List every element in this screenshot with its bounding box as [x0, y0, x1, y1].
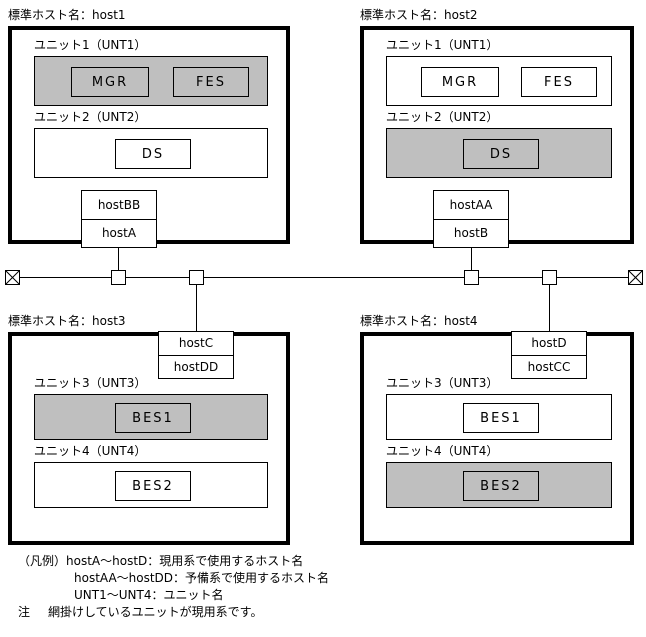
process-box-fes[interactable]: FES	[173, 67, 249, 97]
legend-row-0: （凡例）hostA～hostD：現用系で使用するホスト名	[18, 553, 329, 570]
hostname-standby-host2: hostAA	[434, 191, 508, 219]
legend-row-1: hostAA～hostDD：予備系で使用するホスト名	[18, 570, 329, 587]
process-box-mgr[interactable]: MGR	[421, 67, 499, 97]
unit-caption-host3-unt3: ユニット3（UNT3）	[34, 376, 147, 390]
hostname-standby-host4: hostCC	[512, 354, 586, 378]
unit-panel-host2-unt1: MGR FES	[386, 56, 612, 106]
bus-trunk-line	[18, 277, 630, 278]
hostname-box-host2: hostAA hostB	[433, 190, 509, 248]
legend-text-1: hostAA～hostDD：予備系で使用するホスト名	[74, 571, 330, 585]
unit-caption-host2-unt2: ユニット2（UNT2）	[386, 110, 499, 124]
host-frame-host1: ユニット1（UNT1） MGR FES ユニット2（UNT2） DS hostB…	[8, 26, 290, 248]
legend-block: （凡例）hostA～hostD：現用系で使用するホスト名 hostAA～host…	[18, 553, 329, 621]
process-box-ds[interactable]: DS	[115, 139, 191, 169]
unit-panel-host1-unt2: DS	[34, 128, 268, 178]
tap-connector-icon-host1[interactable]	[111, 270, 126, 285]
unit-panel-host1-unt1: MGR FES	[34, 56, 268, 106]
unit-panel-host3-unt3: BES1	[34, 394, 268, 440]
unit-caption-host2-unt1: ユニット1（UNT1）	[386, 38, 499, 52]
process-box-fes[interactable]: FES	[521, 67, 597, 97]
process-box-bes1[interactable]: BES1	[463, 403, 539, 433]
unit-caption-host3-unt4: ユニット4（UNT4）	[34, 444, 147, 458]
hostname-active-host2: hostB	[434, 218, 508, 247]
unit-caption-host1-unt2: ユニット2（UNT2）	[34, 110, 147, 124]
process-box-bes2[interactable]: BES2	[463, 471, 539, 501]
tap-connector-icon-host3[interactable]	[189, 270, 204, 285]
hostname-active-host4: hostD	[512, 332, 586, 355]
tap-connector-icon-host4[interactable]	[542, 270, 557, 285]
x-square-terminator-icon-left	[5, 270, 20, 285]
process-box-mgr[interactable]: MGR	[71, 67, 149, 97]
host-caption-host3: 標準ホスト名：host3	[8, 314, 126, 328]
x-square-terminator-icon-right	[628, 270, 643, 285]
unit-panel-host2-unt2: DS	[386, 128, 612, 178]
hostname-box-host4: hostD hostCC	[511, 331, 587, 379]
legend-row-2: UNT1～UNT4：ユニット名	[18, 587, 329, 604]
note-text: 網掛けしているユニットが現用系です。	[48, 605, 263, 619]
tap-connector-icon-host2[interactable]	[464, 270, 479, 285]
legend-text-2: UNT1～UNT4：ユニット名	[74, 588, 224, 602]
note-label: 注	[18, 605, 31, 619]
hostname-active-host1: hostA	[82, 218, 156, 247]
hostname-active-host3: hostC	[159, 332, 233, 355]
unit-caption-host4-unt3: ユニット3（UNT3）	[386, 376, 499, 390]
hostname-box-host3: hostC hostDD	[158, 331, 234, 379]
unit-panel-host3-unt4: BES2	[34, 462, 268, 508]
drop-line-host3	[196, 284, 197, 333]
unit-caption-host1-unt1: ユニット1（UNT1）	[34, 38, 147, 52]
drop-line-host1	[118, 244, 119, 271]
host-frame-host4: ユニット3（UNT3） BES1 ユニット4（UNT4） BES2	[360, 332, 634, 545]
unit-caption-host4-unt4: ユニット4（UNT4）	[386, 444, 499, 458]
hostname-standby-host3: hostDD	[159, 354, 233, 378]
hostname-box-host1: hostBB hostA	[81, 190, 157, 248]
process-box-bes1[interactable]: BES1	[115, 403, 191, 433]
host-frame-host2: ユニット1（UNT1） MGR FES ユニット2（UNT2） DS hostA…	[360, 26, 634, 248]
process-box-bes2[interactable]: BES2	[115, 471, 191, 501]
host-frame-host3: ユニット3（UNT3） BES1 ユニット4（UNT4） BES2	[8, 332, 290, 545]
host-caption-host1: 標準ホスト名：host1	[8, 8, 126, 22]
legend-label: （凡例）	[18, 554, 67, 568]
unit-panel-host4-unt4: BES2	[386, 462, 612, 508]
unit-panel-host4-unt3: BES1	[386, 394, 612, 440]
legend-note-row: 注 網掛けしているユニットが現用系です。	[18, 604, 329, 621]
hostname-standby-host1: hostBB	[82, 191, 156, 219]
drop-line-host2	[471, 244, 472, 271]
host-caption-host2: 標準ホスト名：host2	[360, 8, 478, 22]
drop-line-host4	[549, 284, 550, 333]
host-caption-host4: 標準ホスト名：host4	[360, 314, 478, 328]
process-box-ds[interactable]: DS	[463, 139, 539, 169]
legend-text-0: hostA～hostD：現用系で使用するホスト名	[66, 554, 304, 568]
